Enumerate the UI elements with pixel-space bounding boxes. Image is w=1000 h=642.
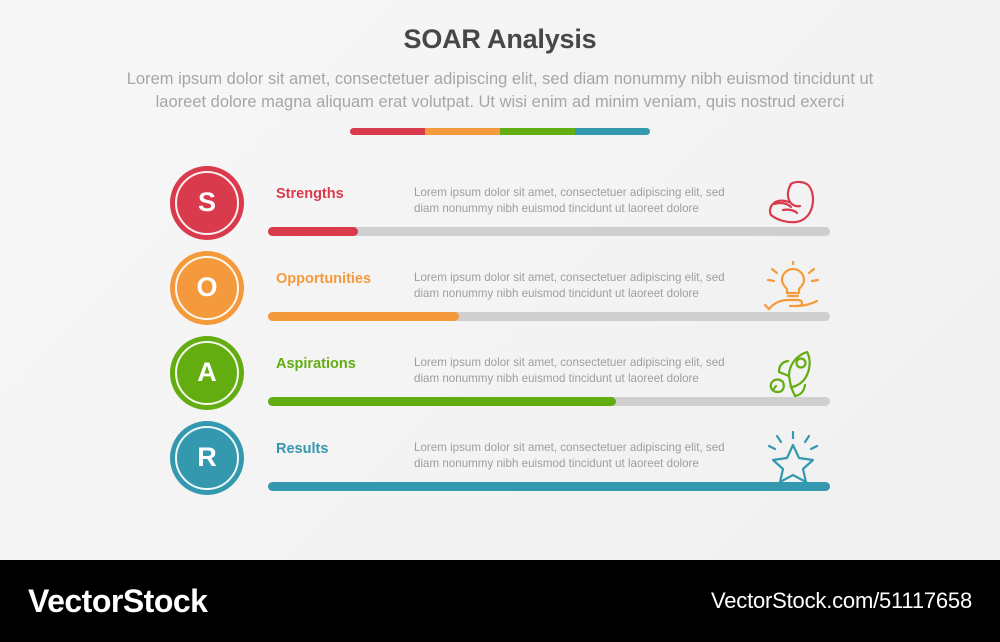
row-description-line-1: Lorem ipsum dolor sit amet, consectetuer… xyxy=(414,441,725,454)
progress-track[interactable] xyxy=(268,482,830,491)
badge-letter: R xyxy=(197,442,217,472)
accent-divider xyxy=(350,128,650,135)
divider-segment-2 xyxy=(500,128,575,135)
rocket-icon xyxy=(760,346,826,400)
row-label: Strengths xyxy=(276,186,344,202)
vectorstock-logo: VectorStock xyxy=(28,582,208,619)
row-label: Results xyxy=(276,441,329,457)
row-description-line-2: diam nonummy nibh euismod tincidunt ut l… xyxy=(414,287,699,300)
badge-letter: A xyxy=(197,357,217,387)
badge-ring xyxy=(175,170,239,235)
divider-segment-3 xyxy=(575,128,650,135)
subtitle-line-2: laoreet dolore magna aliquam erat volutp… xyxy=(155,93,845,111)
badge-letter: O xyxy=(196,272,218,302)
badge-a[interactable]: A xyxy=(170,335,244,410)
divider-segment-0 xyxy=(350,128,425,135)
progress-fill xyxy=(268,482,830,491)
page-title: SOAR Analysis xyxy=(403,24,597,54)
sparkling-star-icon xyxy=(760,431,826,485)
badge-ring xyxy=(175,340,239,405)
row-description: Lorem ipsum dolor sit amet, consectetuer… xyxy=(414,440,754,472)
soar-row-aspirations: A Aspirations Lorem ipsum dolor sit amet, … xyxy=(0,330,1000,415)
progress-track[interactable] xyxy=(268,397,830,406)
soar-row-strengths: S Strengths Lorem ipsum dolor sit amet, co… xyxy=(0,160,1000,245)
subtitle-line-1: Lorem ipsum dolor sit amet, consectetuer… xyxy=(126,70,874,88)
row-description-line-1: Lorem ipsum dolor sit amet, consectetuer… xyxy=(414,356,725,369)
row-description: Lorem ipsum dolor sit amet, consectetuer… xyxy=(414,185,754,217)
badge-ring xyxy=(175,425,239,490)
soar-row-results: R Results Lorem ipsum dolor sit amet, cons… xyxy=(0,415,1000,500)
soar-row-opportunities: O Opportunities Lorem ipsum dolor sit amet… xyxy=(0,245,1000,330)
header: SOAR Analysis Lorem ipsum dolor sit amet… xyxy=(0,0,1000,135)
watermark-bar: VectorStock VectorStock.com/51117658 xyxy=(0,560,1000,642)
muscle-arm-icon xyxy=(760,176,826,230)
hand-lightbulb-icon xyxy=(760,261,826,315)
badge-s[interactable]: S xyxy=(170,165,244,240)
row-description-line-2: diam nonummy nibh euismod tincidunt ut l… xyxy=(414,372,699,385)
progress-track[interactable] xyxy=(268,312,830,321)
page-subtitle: Lorem ipsum dolor sit amet, consectetuer… xyxy=(60,68,940,114)
row-description: Lorem ipsum dolor sit amet, consectetuer… xyxy=(414,270,754,302)
row-description-line-1: Lorem ipsum dolor sit amet, consectetuer… xyxy=(414,186,725,199)
row-description-line-2: diam nonummy nibh euismod tincidunt ut l… xyxy=(414,457,699,470)
infographic-canvas: SOAR Analysis Lorem ipsum dolor sit amet… xyxy=(0,0,1000,560)
row-description: Lorem ipsum dolor sit amet, consectetuer… xyxy=(414,355,754,387)
progress-fill xyxy=(268,227,358,236)
badge-ring xyxy=(175,255,239,320)
progress-fill xyxy=(268,312,460,321)
row-label: Aspirations xyxy=(276,356,356,372)
row-label: Opportunities xyxy=(276,271,372,287)
badge-o[interactable]: O xyxy=(170,250,244,325)
row-description-line-2: diam nonummy nibh euismod tincidunt ut l… xyxy=(414,202,699,215)
row-description-line-1: Lorem ipsum dolor sit amet, consectetuer… xyxy=(414,271,725,284)
progress-fill xyxy=(268,397,617,406)
vectorstock-url: VectorStock.com/51117658 xyxy=(711,588,972,613)
badge-letter: S xyxy=(197,187,216,217)
divider-segment-1 xyxy=(425,128,500,135)
badge-r[interactable]: R xyxy=(170,420,244,495)
progress-track[interactable] xyxy=(268,227,830,236)
